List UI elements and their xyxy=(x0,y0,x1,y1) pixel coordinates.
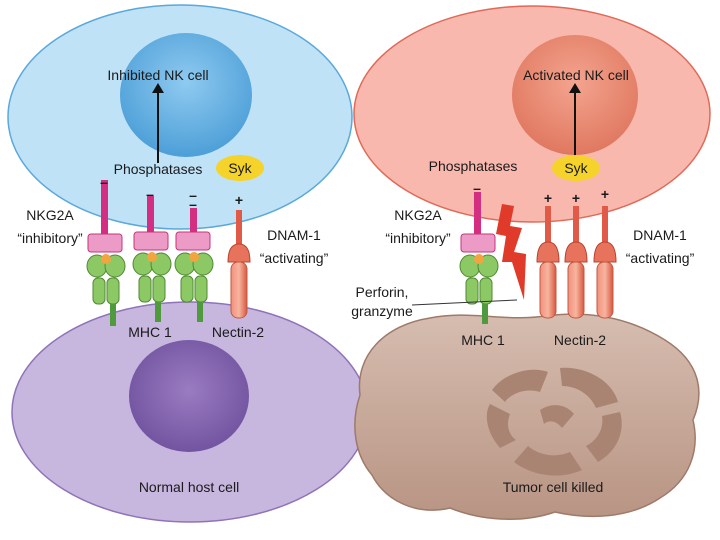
left-syk-badge xyxy=(216,155,264,181)
inhibited-nk-label: Inhibited NK cell xyxy=(107,67,208,83)
left-nkg2a-receptor xyxy=(86,180,126,326)
perforin-label-line1: Perforin, xyxy=(356,284,409,300)
perforin-bolt xyxy=(496,204,526,300)
right-mhc1-label: MHC 1 xyxy=(461,332,505,348)
left-sign-3: – xyxy=(189,196,197,212)
tumor-nucleus-fragments xyxy=(486,367,622,476)
left-nectin2-label: Nectin-2 xyxy=(212,324,264,340)
perforin-leader-line xyxy=(411,299,518,306)
right-nkg2a-receptor xyxy=(459,192,499,324)
left-nkg2a-role: “inhibitory” xyxy=(17,230,83,246)
left-sign-5: + xyxy=(235,192,243,208)
right-phosphatases-label: Phosphatases xyxy=(429,158,518,174)
right-sign-2: + xyxy=(544,190,552,206)
normal-host-label: Normal host cell xyxy=(139,479,239,495)
right-dnam1-role: “activating” xyxy=(626,250,695,266)
right-panel: Activated NK cell Phosphatases Syk Tumor… xyxy=(351,5,711,520)
right-dnam1-receptor xyxy=(564,206,588,319)
left-nkg2a-receptor xyxy=(132,196,172,322)
right-nkg2a-name: NKG2A xyxy=(394,207,442,223)
left-sign-4: – xyxy=(189,187,197,203)
right-sign-1: – xyxy=(473,180,481,196)
normal-host-nucleus xyxy=(129,340,249,452)
right-dnam1-receptor xyxy=(593,206,617,319)
right-sign-3: + xyxy=(572,190,580,206)
right-nkg2a-role: “inhibitory” xyxy=(385,230,451,246)
left-dnam1-role: “activating” xyxy=(260,250,329,266)
left-phosphatases-label: Phosphatases xyxy=(114,161,203,177)
right-syk-badge xyxy=(552,155,600,181)
left-sign-2: – xyxy=(146,186,154,202)
right-dnam1-name: DNAM-1 xyxy=(633,227,687,243)
left-arrowhead xyxy=(152,83,164,93)
left-mhc1-molecule xyxy=(174,252,214,322)
left-mhc1-molecule xyxy=(132,252,172,322)
right-mhc1-molecule xyxy=(459,254,499,324)
right-arrowhead xyxy=(569,83,581,93)
left-syk-label: Syk xyxy=(228,160,252,176)
right-nectin2-label: Nectin-2 xyxy=(554,332,606,348)
tumor-cell-label: Tumor cell killed xyxy=(503,479,604,495)
left-mhc1-molecule xyxy=(86,254,126,326)
left-nkg2a-name: NKG2A xyxy=(26,207,74,223)
tumor-cell xyxy=(354,313,700,520)
right-dnam1-receptor xyxy=(536,206,560,319)
right-syk-label: Syk xyxy=(564,160,588,176)
left-dnam1-receptor xyxy=(227,210,251,319)
left-sign-1: – xyxy=(100,174,108,190)
inhibited-nk-nucleus xyxy=(120,33,252,157)
left-panel: Inhibited NK cell Phosphatases Syk Norma… xyxy=(7,4,369,523)
activated-nk-label: Activated NK cell xyxy=(523,67,629,83)
left-mhc1-label: MHC 1 xyxy=(128,324,172,340)
left-dnam1-name: DNAM-1 xyxy=(267,227,321,243)
left-nkg2a-receptor xyxy=(174,208,214,322)
right-sign-4: + xyxy=(601,186,609,202)
perforin-label-line2: granzyme xyxy=(351,303,413,319)
